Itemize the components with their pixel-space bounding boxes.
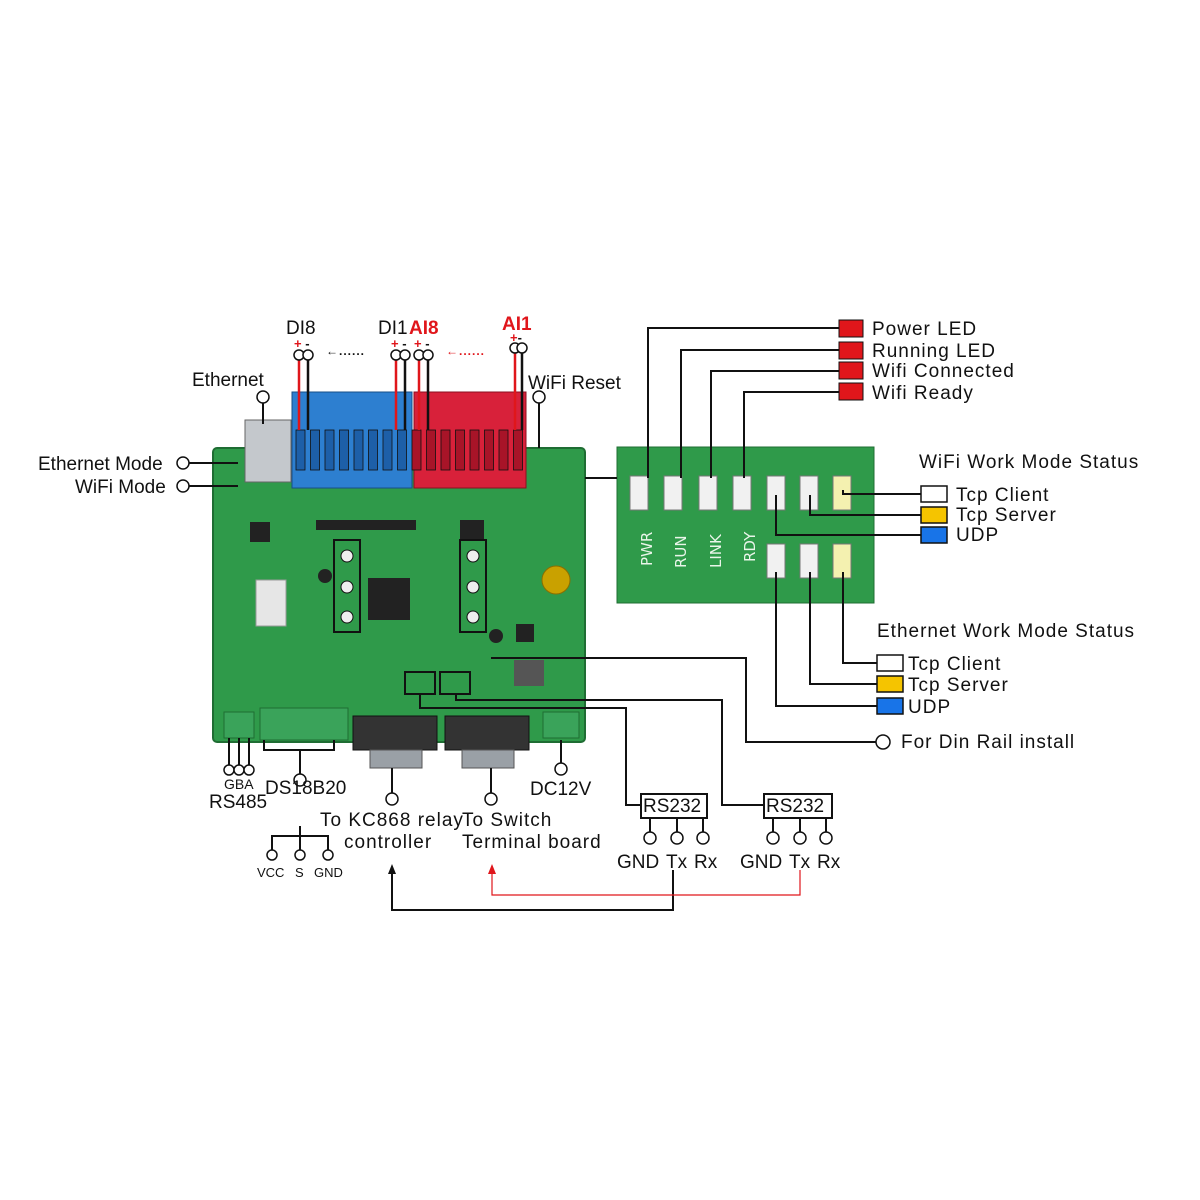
terminal-wires: [297, 350, 517, 430]
ds18b20-label: DS18B20: [265, 778, 347, 799]
rs232-b-label: RS232: [766, 796, 825, 817]
arrowhead-switch: [488, 864, 496, 874]
terminal-screw: [310, 429, 320, 471]
di1-label: DI1: [378, 318, 408, 339]
status-swatches: [876, 485, 948, 715]
red-tx-line: [491, 870, 801, 896]
wifi-mode-label: WiFi Mode: [75, 477, 166, 498]
ai8-polarity: + -: [414, 336, 430, 351]
vcc-label: VCC: [257, 865, 285, 880]
ethernet-label: Ethernet: [192, 370, 264, 391]
di8-polarity: + -: [294, 336, 310, 351]
led-legend-squares: [838, 319, 864, 401]
gnd-b-label: GND: [740, 852, 783, 873]
wifi-connected-label: Wifi Connected: [872, 361, 1015, 382]
terminal-screw: [440, 429, 451, 471]
terminal-screw: [295, 429, 306, 471]
wifi-ready-label: Wifi Ready: [872, 383, 974, 404]
silk-rdy: RDY: [741, 531, 759, 562]
switch-line1: To Switch: [462, 810, 553, 831]
ai1-polarity: +-: [510, 330, 522, 345]
tx-a-label: Tx: [666, 852, 688, 873]
eth-tcp-server: Tcp Server: [908, 675, 1009, 696]
terminal-screw: [411, 429, 422, 471]
eth-tcp-client: Tcp Client: [908, 654, 1002, 675]
running-led-label: Running LED: [872, 341, 997, 362]
din-rail-label: For Din Rail install: [901, 732, 1076, 753]
terminal-screw: [484, 429, 494, 471]
ai-direction: ←......: [446, 344, 486, 358]
silk-link: LINK: [707, 533, 725, 568]
silk-run: RUN: [672, 535, 690, 568]
terminal-screw: [397, 429, 407, 471]
terminal-screws: [295, 429, 523, 471]
di1-polarity: + -: [391, 336, 407, 351]
rx-b-label: Rx: [817, 852, 841, 873]
s-label: S: [295, 865, 304, 880]
kc868-line1: To KC868 relay: [320, 810, 464, 831]
leader-lines: [188, 327, 921, 911]
rs485-label: RS485: [209, 792, 268, 813]
dc12v-label: DC12V: [530, 779, 592, 800]
di8-label: DI8: [286, 318, 316, 339]
rx-a-label: Rx: [694, 852, 718, 873]
ai1-label: AI1: [502, 314, 532, 335]
kc868-line2: controller: [344, 832, 433, 853]
rs232-box-a: [640, 793, 708, 819]
terminal-screw: [469, 429, 480, 471]
gnd-small-label: GND: [314, 865, 343, 880]
terminal-screw: [368, 429, 378, 471]
pin-circles: [176, 342, 891, 861]
ai8-label: AI8: [409, 318, 439, 339]
rs232-a-label: RS232: [643, 796, 702, 817]
terminal-screw: [339, 429, 349, 471]
terminal-screw: [455, 429, 465, 471]
terminal-screw: [498, 429, 509, 471]
arrowhead-kc868: [388, 864, 396, 874]
terminal-screw: [426, 429, 436, 471]
power-led-label: Power LED: [872, 319, 978, 340]
wifi-tcp-server: Tcp Server: [956, 505, 1057, 526]
gnd-a-label: GND: [617, 852, 660, 873]
led-zoom-panel: PWR RUN LINK RDY: [616, 446, 875, 604]
terminal-screw: [324, 429, 335, 471]
di-direction: ←......: [326, 344, 366, 358]
silk-pwr: PWR: [638, 532, 656, 566]
switch-line2: Terminal board: [462, 832, 602, 853]
terminal-screw: [353, 429, 364, 471]
wifi-status-title: WiFi Work Mode Status: [919, 452, 1140, 473]
tx-b-label: Tx: [789, 852, 811, 873]
wifi-udp: UDP: [956, 525, 1000, 546]
wifi-tcp-client: Tcp Client: [956, 485, 1050, 506]
eth-udp: UDP: [908, 697, 952, 718]
wifi-reset-label: WiFi Reset: [528, 373, 621, 394]
rs232-box-b: [763, 793, 833, 819]
terminal-screw: [513, 429, 523, 471]
ethernet-mode-label: Ethernet Mode: [38, 454, 163, 475]
terminal-screw: [382, 429, 393, 471]
gba-label: GBA: [224, 776, 254, 792]
eth-status-title: Ethernet Work Mode Status: [877, 621, 1136, 642]
